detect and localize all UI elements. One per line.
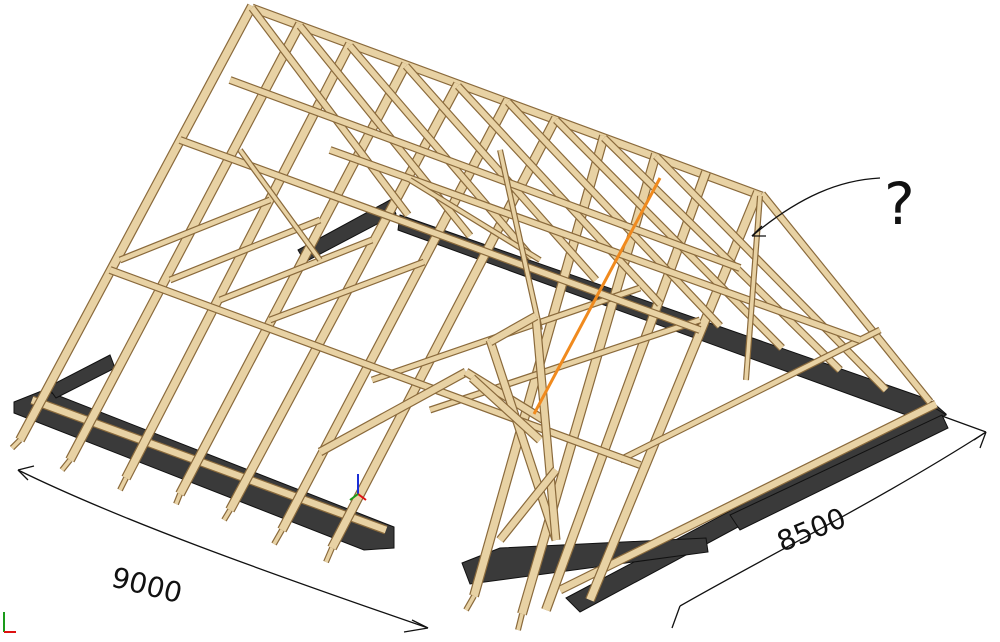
width-label: 8500 bbox=[772, 501, 850, 558]
axis-triad-icon bbox=[349, 474, 367, 501]
length-dimension-line bbox=[17, 469, 429, 629]
struts bbox=[237, 148, 763, 381]
view-orientation-icon bbox=[3, 612, 16, 633]
timber-frame bbox=[9, 3, 938, 631]
length-arrow-left bbox=[17, 465, 35, 481]
length-dimension bbox=[17, 465, 429, 633]
sill-plate-right bbox=[558, 401, 938, 593]
question-arrow bbox=[751, 225, 766, 237]
width-arrow-left bbox=[671, 605, 681, 629]
collar-ties bbox=[118, 196, 882, 464]
highlighted-member bbox=[532, 177, 662, 415]
width-extension bbox=[941, 415, 987, 433]
length-arrow-right bbox=[403, 619, 429, 633]
length-label: 9000 bbox=[108, 561, 185, 610]
width-dimension-line bbox=[679, 431, 987, 607]
overhang-feet bbox=[9, 437, 525, 631]
triad-y-axis bbox=[349, 493, 359, 501]
sill-plate-left bbox=[30, 396, 388, 534]
question-annotation bbox=[751, 177, 881, 237]
triad-x-axis bbox=[357, 493, 367, 501]
width-arrow-right bbox=[973, 431, 987, 449]
question-mark: ? bbox=[884, 170, 915, 238]
question-leader-line bbox=[751, 177, 881, 237]
width-dimension bbox=[671, 415, 987, 629]
foundation-beam-right-stub bbox=[729, 414, 949, 531]
rafters-back bbox=[248, 5, 934, 405]
dormer-truss bbox=[317, 312, 561, 543]
